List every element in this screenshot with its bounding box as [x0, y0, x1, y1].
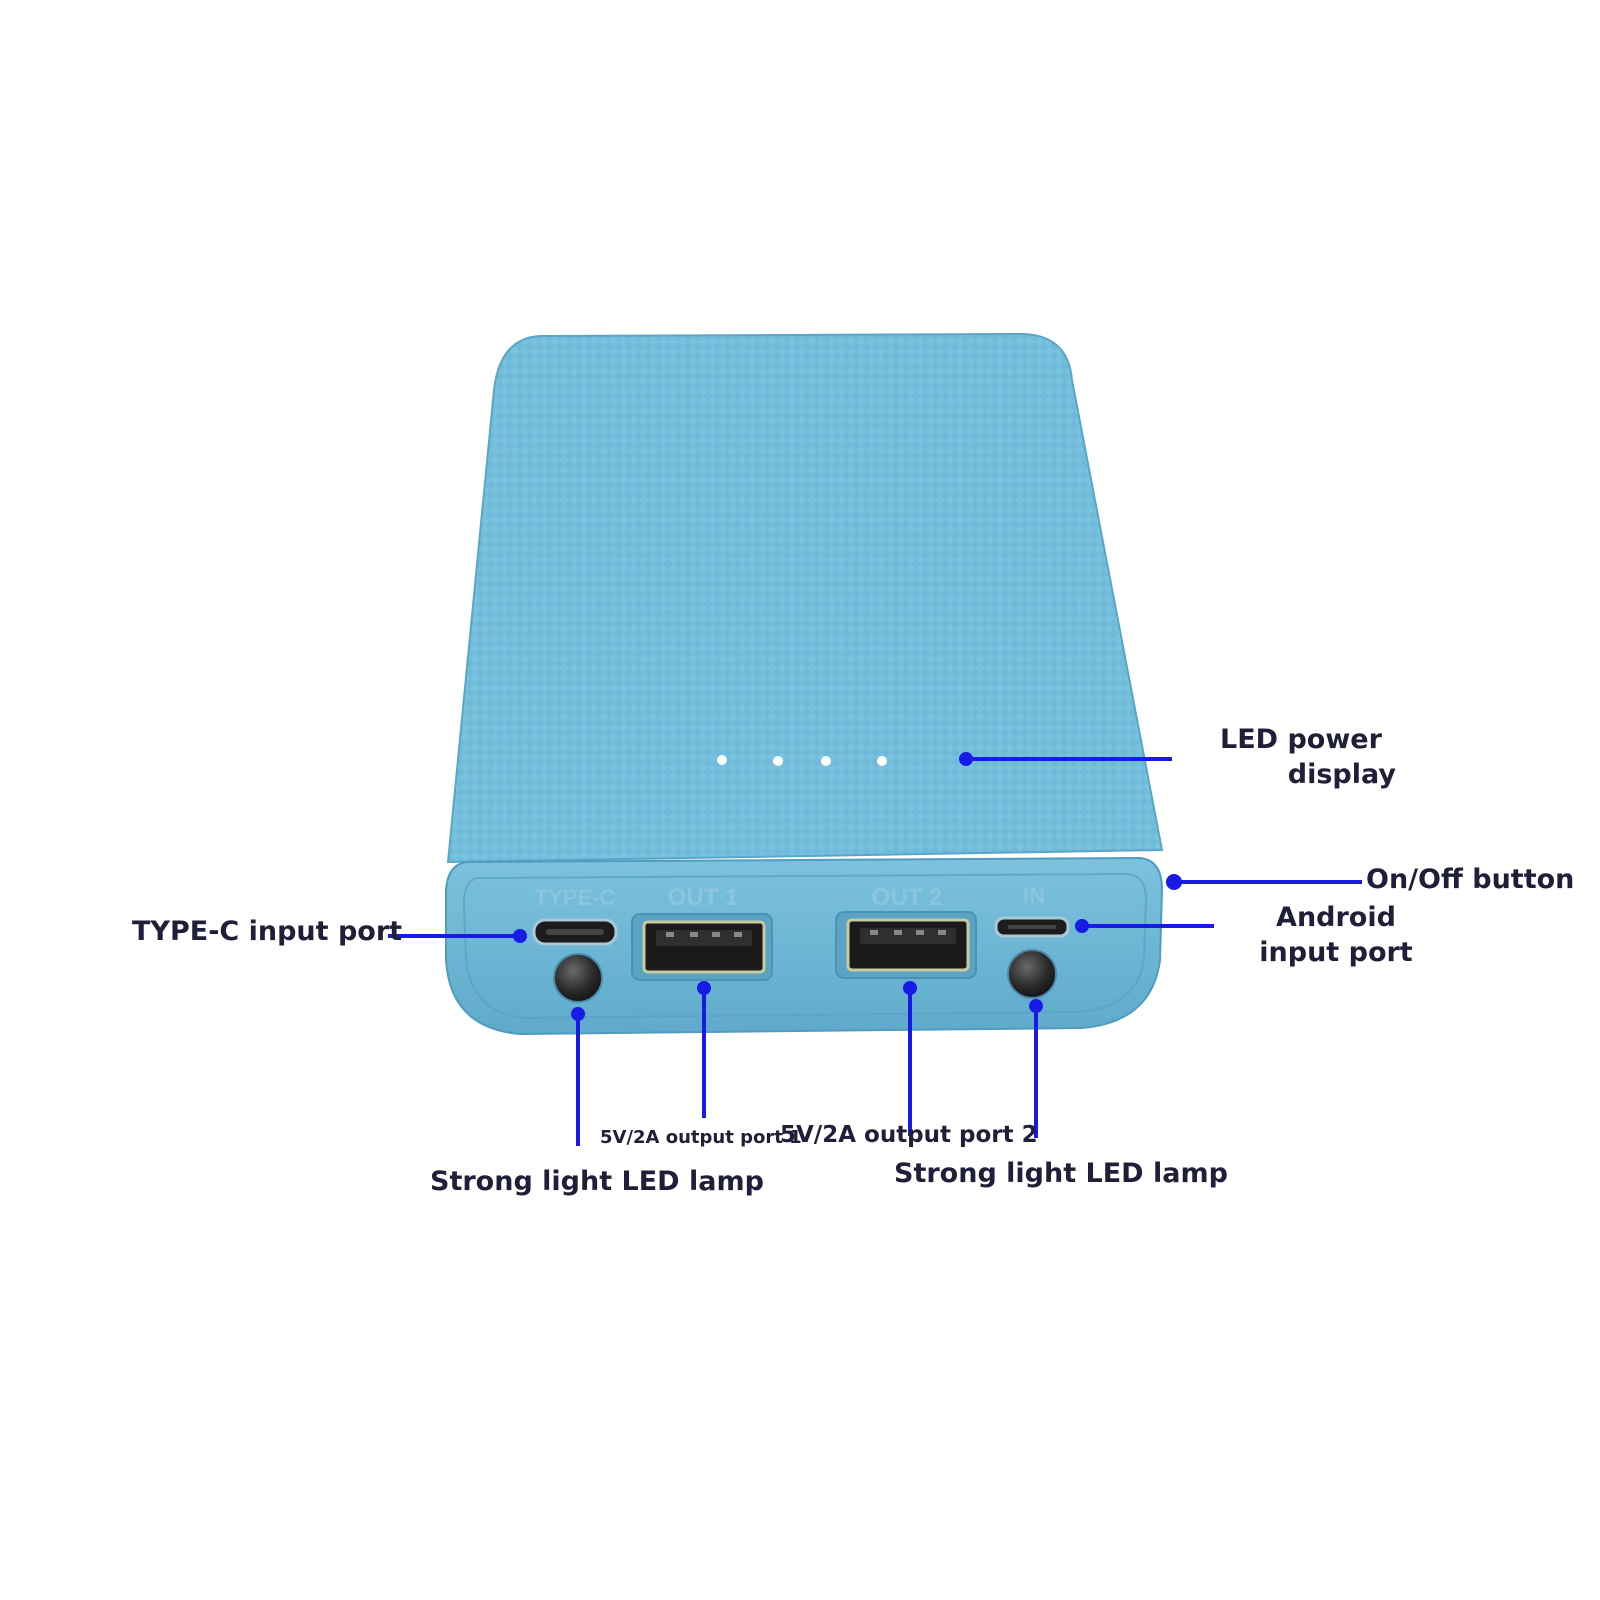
usb-out1-port — [631, 913, 773, 981]
led-indicator — [773, 756, 783, 766]
led-power-display-line1: LED power — [1220, 724, 1382, 755]
type-c-input-port-label: TYPE-C input port — [132, 916, 403, 947]
android-input-port-line2: input port — [1259, 937, 1413, 968]
led-lamp-right-label: Strong light LED lamp — [894, 1158, 1228, 1189]
type-c-port-label: TYPE-C — [535, 885, 616, 910]
led-lamp-left-icon — [553, 953, 603, 1003]
out2-port-label: OUT 2 — [872, 884, 943, 911]
led-power-display-label: LED power display — [1220, 722, 1396, 792]
on-off-button-label: On/Off button — [1366, 864, 1575, 895]
micro-usb-in-port — [994, 916, 1070, 938]
led-indicator — [877, 756, 887, 766]
led-power-display-line2: display — [1287, 759, 1396, 790]
type-c-port — [532, 918, 618, 946]
led-power-indicators — [717, 755, 887, 766]
power-bank-front — [445, 856, 1164, 1036]
leader-lines — [388, 752, 1362, 1146]
out1-port-label: OUT 1 — [668, 884, 739, 911]
led-lamp-left-label: Strong light LED lamp — [430, 1166, 764, 1197]
usb-out2-port — [835, 911, 977, 979]
led-lamp-right-icon — [1007, 949, 1057, 999]
android-input-port-label: Android input port — [1256, 900, 1416, 970]
output-port-2-label: 5V/2A output port 2 — [780, 1122, 1038, 1148]
in-port-label: IN — [1023, 883, 1045, 908]
power-bank-top — [446, 332, 1164, 864]
android-input-port-line1: Android — [1276, 902, 1396, 933]
led-indicator — [821, 756, 831, 766]
led-indicator — [717, 755, 727, 765]
output-port-1-label: 5V/2A output port 1 — [600, 1127, 802, 1148]
